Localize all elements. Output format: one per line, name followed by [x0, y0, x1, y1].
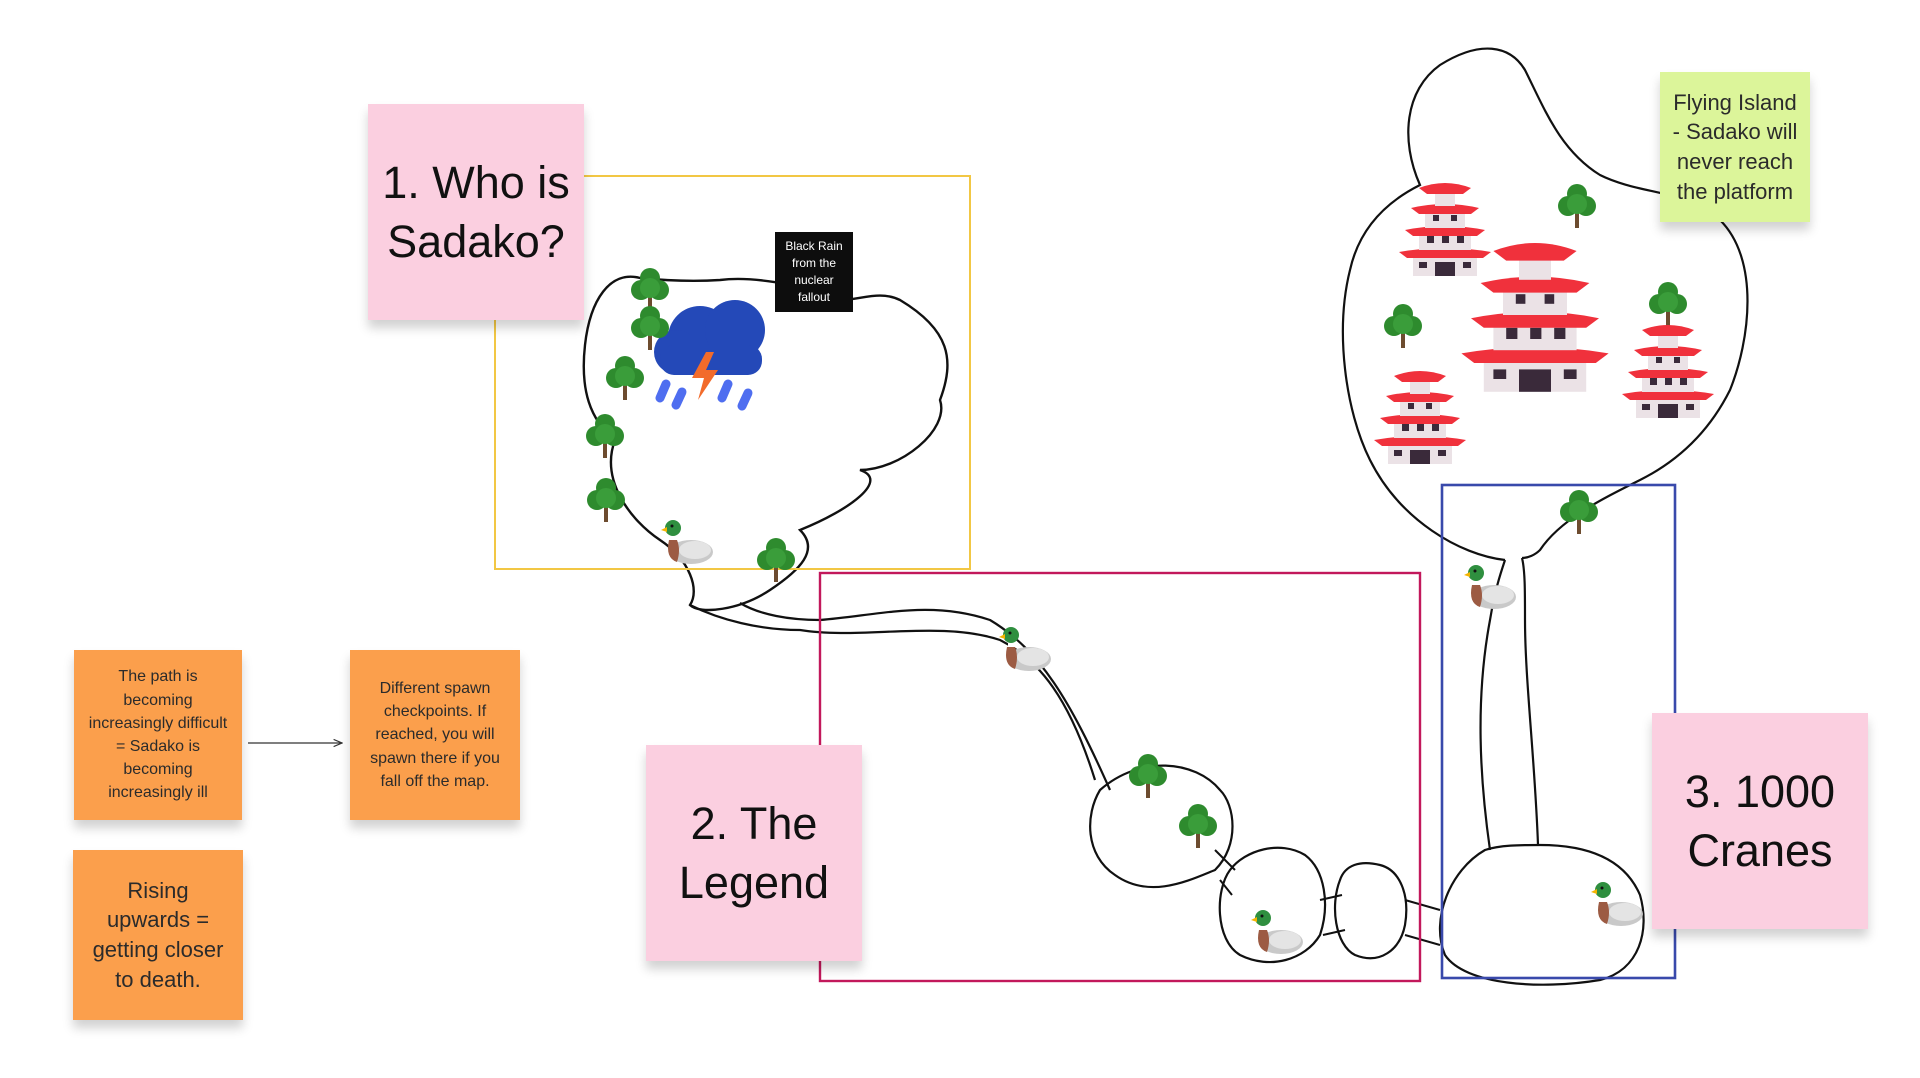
sticky-text: 1. Who is Sadako?: [382, 156, 570, 267]
tree-icon: [1560, 490, 1598, 534]
pagoda-icon: [1374, 371, 1466, 464]
path-outline-upper: [689, 604, 1097, 781]
sticky-text: Rising upwards = getting closer to death…: [92, 877, 224, 992]
duck-icon: [661, 520, 713, 564]
area3-base-island: [1438, 843, 1645, 986]
tree-icon: [1179, 804, 1217, 848]
area3-frame: [1440, 483, 1677, 980]
tree-icon: [631, 268, 669, 312]
sticky-1000-cranes[interactable]: 3. 1000 Cranes: [1652, 713, 1868, 929]
area1-frame: [494, 175, 971, 570]
sticky-text: Different spawn checkpoints. If reached,…: [370, 680, 500, 790]
duck-icon: [1591, 882, 1643, 926]
area2-island-3: [1333, 862, 1408, 960]
island-connector-3: [1404, 899, 1441, 946]
sticky-flying-island[interactable]: Flying Island - Sadako will never reach …: [1660, 72, 1810, 222]
black-rain-text: Black Rain from the nuclear fallout: [785, 239, 843, 304]
black-rain-note[interactable]: Black Rain from the nuclear fallout: [775, 232, 853, 312]
sticky-text: 2. The Legend: [678, 797, 830, 908]
pagoda-icon: [1622, 325, 1714, 418]
area3-column-left: [1479, 559, 1507, 851]
tree-icon: [587, 478, 625, 522]
island-connector-2: [1319, 894, 1346, 936]
duck-icon: [1464, 565, 1516, 609]
area2-island-1: [1089, 764, 1234, 889]
duck-icon: [1251, 910, 1303, 954]
sticky-who-is-sadako[interactable]: 1. Who is Sadako?: [368, 104, 584, 320]
path-outline-lower: [739, 602, 1112, 791]
tree-icon: [586, 414, 624, 458]
sticky-spawn-checkpoints[interactable]: Different spawn checkpoints. If reached,…: [350, 650, 520, 820]
flying-island-outline: [1341, 47, 1749, 562]
island-connector-1: [1214, 849, 1236, 896]
storm-cloud-icon: [654, 300, 765, 411]
area2-island-2: [1218, 846, 1327, 964]
tree-icon: [1558, 184, 1596, 228]
sticky-text: Flying Island - Sadako will never reach …: [1672, 89, 1798, 204]
sticky-path-difficult[interactable]: The path is becoming increasingly diffic…: [74, 650, 242, 820]
tree-icon: [1649, 282, 1687, 326]
pagoda-icon: [1399, 183, 1491, 276]
sticky-the-legend[interactable]: 2. The Legend: [646, 745, 862, 961]
area3-column-right: [1520, 557, 1540, 846]
tree-icon: [606, 356, 644, 400]
tree-icon: [1129, 754, 1167, 798]
sticky-text: 3. 1000 Cranes: [1684, 765, 1836, 876]
sticky-text: The path is becoming increasingly diffic…: [88, 668, 228, 802]
sticky-rising-upwards[interactable]: Rising upwards = getting closer to death…: [73, 850, 243, 1020]
duck-icon: [999, 627, 1051, 671]
tree-icon: [1384, 304, 1422, 348]
pagoda-icon: [1461, 243, 1609, 392]
